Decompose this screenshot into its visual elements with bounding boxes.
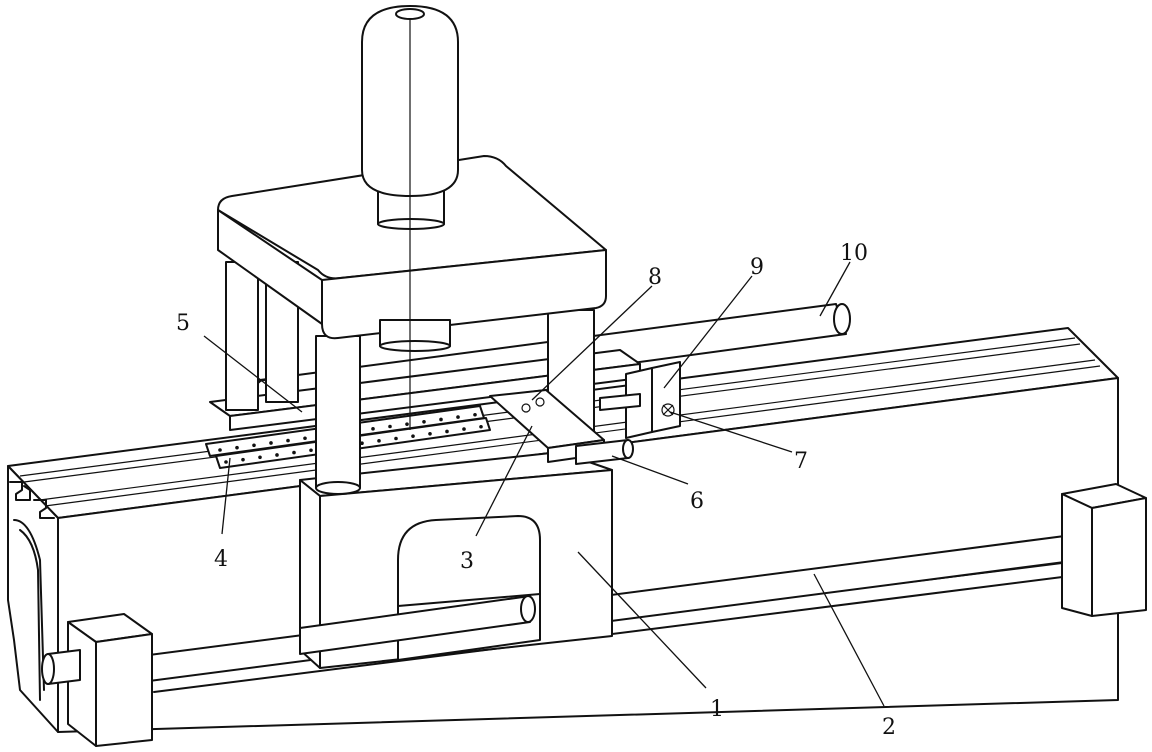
rivet-dot	[388, 424, 392, 429]
rivet-dot	[439, 417, 443, 422]
rivet-dot	[473, 412, 477, 417]
leader-8	[531, 285, 653, 401]
rivet-dot	[258, 455, 262, 460]
callout-3: 3	[460, 549, 474, 574]
right-end-block	[1061, 483, 1147, 617]
leader-lines	[203, 261, 885, 707]
rivet-dot	[371, 427, 375, 431]
callout-1: 1	[710, 697, 724, 722]
rivet-dot	[360, 441, 364, 446]
cross-bar	[489, 389, 634, 465]
rivet-dot	[275, 453, 279, 457]
rivet-dot	[218, 448, 222, 452]
leader-2	[813, 573, 885, 707]
rivet-dot	[309, 448, 313, 453]
callout-labels: 1 2 3 4 5 6 7 8 9 10	[176, 241, 896, 740]
callout-2: 2	[882, 715, 896, 740]
leader-3	[475, 425, 533, 537]
main-carriage	[299, 451, 613, 669]
callout-4: 4	[214, 547, 228, 572]
leader-10	[819, 261, 851, 317]
leader-4	[221, 457, 231, 535]
rivet-dot	[235, 445, 239, 450]
callout-7: 7	[794, 449, 808, 474]
rivet-dot	[224, 460, 228, 464]
rivet-dot	[303, 436, 307, 441]
rivet-dot	[252, 443, 256, 448]
callout-9: 9	[750, 255, 764, 280]
callout-5: 5	[176, 311, 190, 336]
rivet-dot	[286, 438, 290, 443]
rivet-dot	[377, 439, 381, 443]
rivet-dot	[269, 441, 273, 445]
rivet-dot	[411, 434, 415, 438]
rivet-dot	[462, 427, 466, 431]
leader-6	[611, 455, 689, 485]
rivet-dot	[479, 424, 483, 429]
leader-1	[577, 551, 707, 689]
rivet-dot	[394, 436, 398, 441]
rivet-dot	[241, 457, 245, 462]
rivet-dot	[292, 450, 296, 455]
callout-8: 8	[648, 265, 662, 290]
leader-9	[663, 275, 753, 389]
callout-10: 10	[840, 241, 868, 266]
rivet-dot	[405, 422, 409, 426]
rivet-dot	[422, 420, 426, 424]
left-end-block	[41, 613, 153, 747]
rivet-dot	[428, 432, 432, 436]
motor	[361, 5, 459, 430]
leader-5	[203, 335, 303, 413]
side-bracket	[599, 361, 681, 439]
rivet-dot	[445, 429, 449, 434]
leader-7	[669, 411, 793, 453]
rivet-dot	[456, 415, 460, 419]
callout-6: 6	[690, 489, 704, 514]
